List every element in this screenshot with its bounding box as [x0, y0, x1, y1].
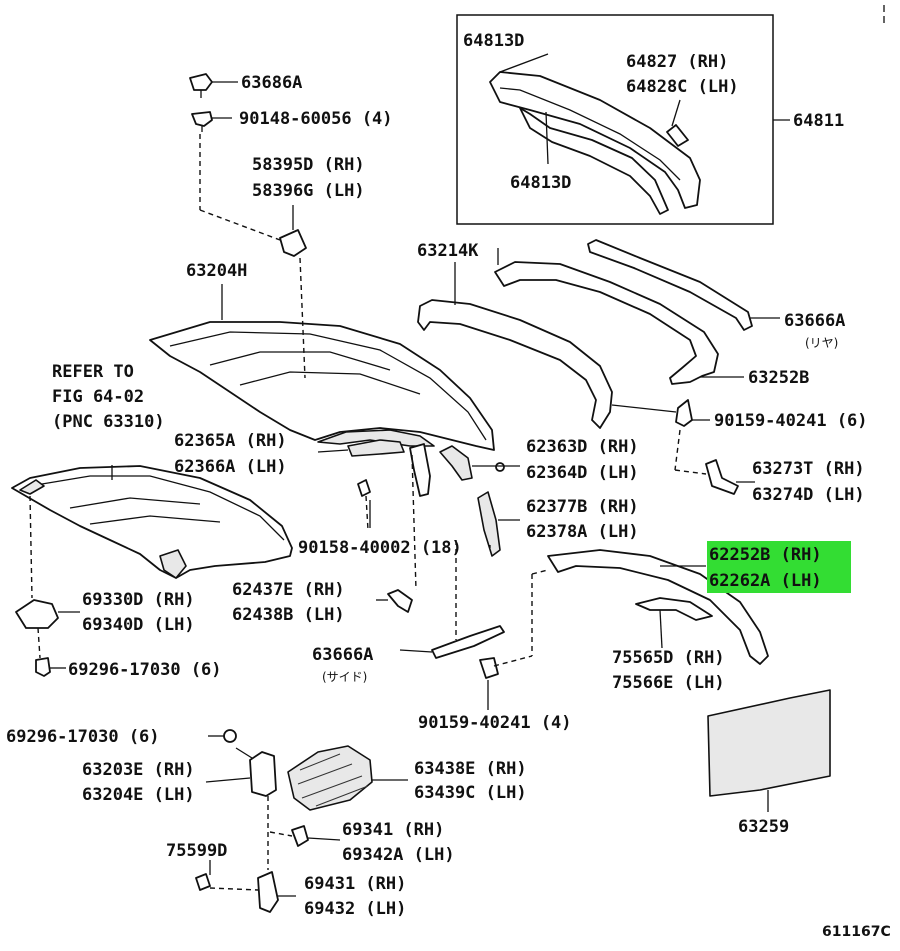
label-69341: 69341 (RH)	[342, 820, 444, 840]
label-63204h: 63204H	[186, 261, 247, 281]
label-64828c: 64828C (LH)	[626, 77, 739, 97]
label-63214k: 63214K	[417, 241, 479, 261]
label-62438b: 62438B (LH)	[232, 605, 345, 625]
label-62364d: 62364D (LH)	[526, 463, 639, 483]
hardware-parts	[15, 73, 831, 913]
label-refer-line3: (PNC 63310)	[52, 412, 165, 432]
label-62262a: 62262A (LH)	[709, 571, 822, 591]
label-69432: 69432 (LH)	[304, 899, 406, 919]
label-64827: 64827 (RH)	[626, 52, 728, 72]
label-64813d-top: 64813D	[463, 31, 524, 51]
label-refer-line1: REFER TO	[52, 362, 134, 382]
label-64813d-bottom: 64813D	[510, 173, 571, 193]
rear-window-seal-part	[489, 71, 701, 215]
label-62378a: 62378A (LH)	[526, 522, 639, 542]
label-69296-b: 69296-17030 (6)	[6, 727, 160, 747]
label-69330d: 69330D (RH)	[82, 590, 195, 610]
label-69431: 69431 (RH)	[304, 874, 406, 894]
label-refer-line2: FIG 64-02	[52, 387, 144, 407]
label-63259: 63259	[738, 817, 789, 837]
label-63439c: 63439C (LH)	[414, 783, 527, 803]
label-rear-note: (リヤ)	[805, 336, 838, 350]
label-63203e: 63203E (RH)	[82, 760, 195, 780]
label-75565d: 75565D (RH)	[612, 648, 725, 668]
leader-lines	[29, 53, 790, 897]
labels: 64813D 64827 (RH) 64828C (LH) 64811 6481…	[6, 31, 891, 940]
label-63273t: 63273T (RH)	[752, 459, 865, 479]
label-side-note: (サイド)	[322, 670, 367, 684]
label-63438e: 63438E (RH)	[414, 759, 527, 779]
rear-frame-assembly-part	[11, 465, 293, 579]
label-diagram-code: 611167C	[822, 924, 891, 940]
label-58396g: 58396G (LH)	[252, 181, 365, 201]
label-90158: 90158-40002 (18)	[298, 538, 462, 558]
label-64811: 64811	[793, 111, 844, 131]
label-63666a-rear: 63666A	[784, 311, 845, 331]
label-90148: 90148-60056 (4)	[239, 109, 393, 129]
label-62437e: 62437E (RH)	[232, 580, 345, 600]
label-62252b: 62252B (RH)	[709, 545, 822, 565]
label-62363d: 62363D (RH)	[526, 437, 639, 457]
label-62365a: 62365A (RH)	[174, 431, 287, 451]
label-63686a: 63686A	[241, 73, 302, 93]
label-62366a: 62366A (LH)	[174, 457, 287, 477]
highlight-62252b	[707, 541, 851, 593]
label-90159-4: 90159-40241 (4)	[418, 713, 572, 733]
label-69340d: 69340D (LH)	[82, 615, 195, 635]
label-69296-a: 69296-17030 (6)	[68, 660, 222, 680]
label-62377b: 62377B (RH)	[526, 497, 639, 517]
label-75566e: 75566E (LH)	[612, 673, 725, 693]
label-90159-6: 90159-40241 (6)	[714, 411, 868, 431]
label-69342a: 69342A (LH)	[342, 845, 455, 865]
roof-weatherstrip-parts	[417, 239, 753, 429]
label-63204e: 63204E (LH)	[82, 785, 195, 805]
soft-top-cover-part	[149, 321, 495, 451]
label-63666a-side: 63666A	[312, 645, 373, 665]
label-63274d: 63274D (LH)	[752, 485, 865, 505]
label-63252b: 63252B	[748, 368, 809, 388]
label-75599d: 75599D	[166, 841, 227, 861]
label-58395d: 58395D (RH)	[252, 155, 365, 175]
